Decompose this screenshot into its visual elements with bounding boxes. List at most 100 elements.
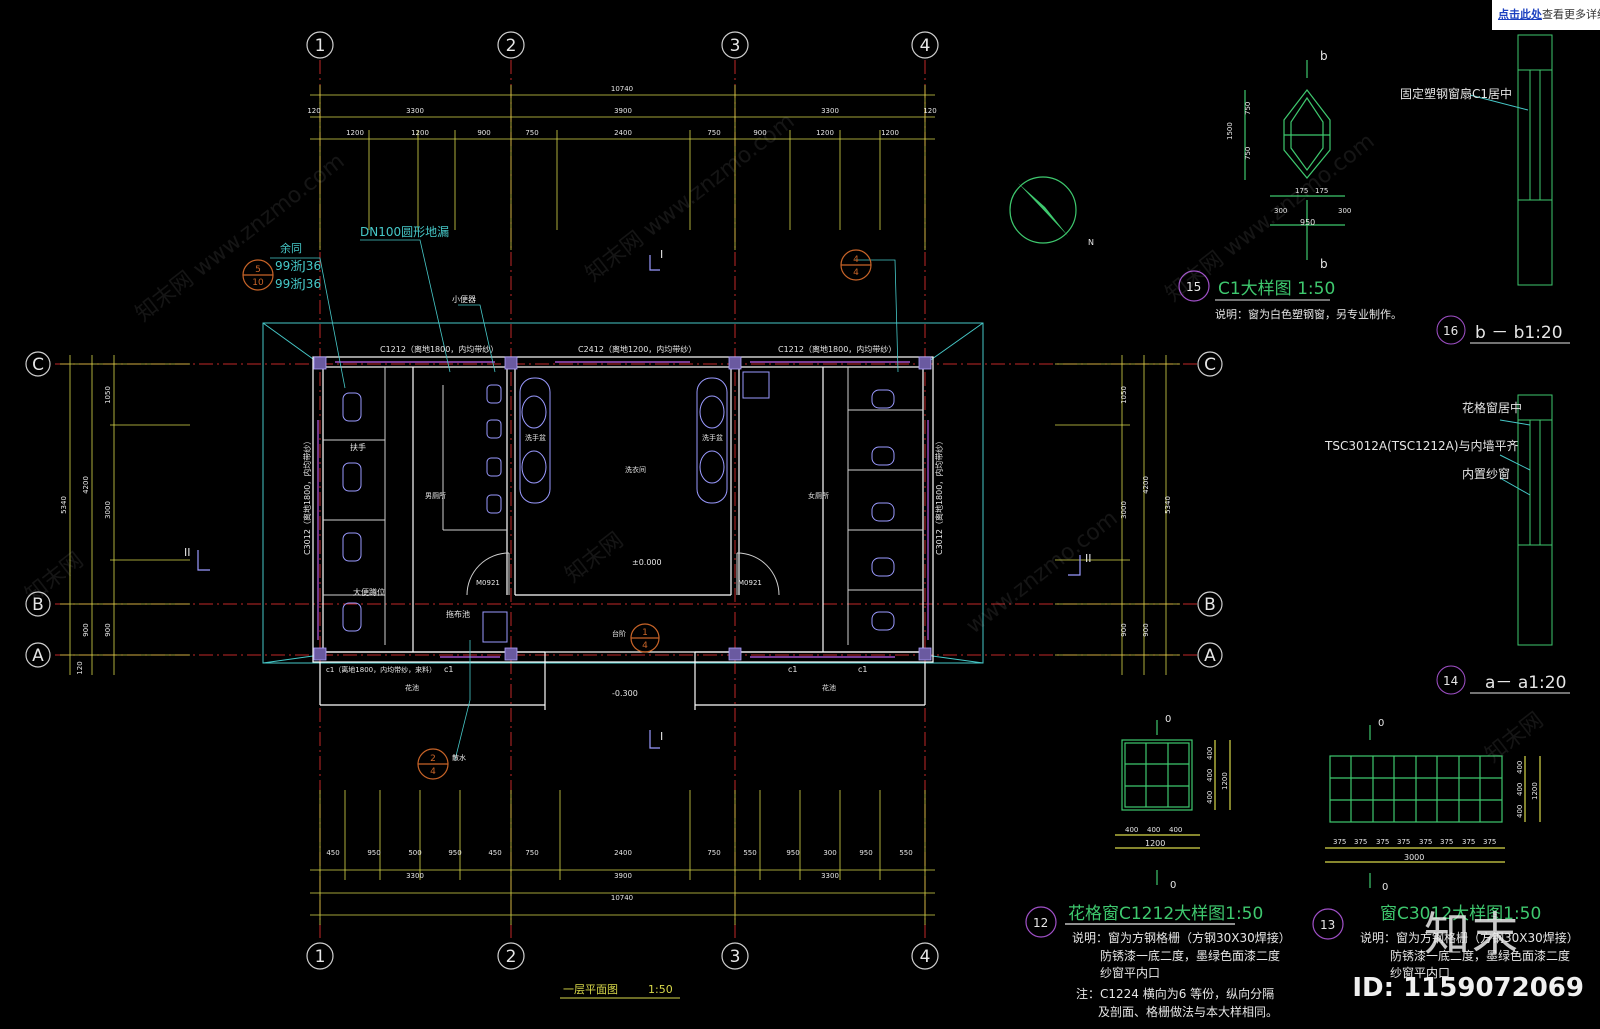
- roof-outline: [262, 322, 984, 664]
- axis-label-c-left: C: [32, 355, 44, 375]
- detail-c1212-note-4: 注：C1224 横向为6 等份，纵向分隔: [1076, 986, 1274, 1001]
- wash-room-label: 洗衣间: [625, 465, 646, 474]
- axis-label-c-right: C: [1204, 355, 1216, 375]
- dim-bot-total: 10740: [611, 894, 633, 902]
- stall-partitions: [323, 367, 923, 645]
- urinal-label: 小便器: [452, 294, 476, 304]
- women-room-label: 女厕所: [808, 491, 829, 500]
- detail-c1-w1: 175: [1295, 187, 1308, 195]
- dim-bot-r1-0: 450: [326, 849, 339, 857]
- north-label: N: [1088, 238, 1094, 247]
- men-room-label: 男厕所: [425, 491, 446, 500]
- detail-c1212-h2: 400: [1206, 791, 1214, 804]
- more-details-link[interactable]: 点击此处: [1498, 8, 1542, 21]
- top-more-link-box: 点击此处查看更多详细: [1492, 0, 1600, 30]
- dim-left-6: 120: [76, 661, 84, 674]
- c1-label-b: c1: [788, 665, 798, 674]
- detail-c1212-section-bottom: 0: [1170, 880, 1176, 891]
- bottom-slope-label: 散水: [452, 753, 466, 762]
- dim-top-r2-3: 3300: [821, 107, 839, 115]
- dim-top-r3-2: 900: [477, 129, 490, 137]
- drawing-scale: 1:50: [648, 983, 673, 996]
- axis-label-3-bottom: 3: [730, 947, 741, 967]
- detail-c1-h1: 750: [1244, 147, 1252, 160]
- sink-left-label: 洗手盆: [525, 433, 546, 442]
- detail-c1-w0: 300: [1274, 207, 1287, 215]
- detail-c1212-w1: 400: [1147, 826, 1160, 834]
- dim-bot-r1-1: 950: [367, 849, 380, 857]
- ref-std-2: 99浙J36: [275, 277, 321, 291]
- dim-bot-r1-9: 950: [786, 849, 799, 857]
- dim-left-3: 5340: [60, 496, 68, 514]
- dim-bot-r1-2: 500: [408, 849, 421, 857]
- flower-right-label: 花池: [822, 683, 836, 692]
- detail-c1-h-total: 1500: [1226, 122, 1234, 140]
- detail-bb-no: 16: [1443, 324, 1458, 338]
- dim-top-r2-1: 3300: [406, 107, 424, 115]
- dim-bot-r1-6: 2400: [614, 849, 632, 857]
- detail-c3012-section-top: 0: [1378, 718, 1384, 729]
- axis-label-1-bottom: 1: [315, 947, 326, 967]
- bubble-4-bottom: 4: [853, 268, 859, 278]
- dim-top-r3-7: 1200: [816, 129, 834, 137]
- dim-top-r2-2: 3900: [614, 107, 632, 115]
- window-c1212-left: C1212（离地1800，内均带纱）: [380, 344, 498, 354]
- window-c1-bottom: c1（离地1800，内均带纱，来料）: [326, 665, 436, 674]
- detail-c1-title: C1大样图 1:50: [1218, 279, 1335, 299]
- detail-c1212-note-3: 纱窗平内口: [1100, 966, 1160, 980]
- bubble-14-top: 1: [642, 628, 648, 638]
- section-label-bottom: I: [660, 730, 663, 743]
- detail-aa-title: a－ a1:20: [1485, 673, 1566, 693]
- dim-right-1: 3000: [1120, 501, 1128, 519]
- detail-c1: [1178, 60, 1345, 302]
- detail-c1212-h1: 400: [1206, 769, 1214, 782]
- detail-c3012-note-2: 防锈漆一底二度，墨绿色面漆二度: [1390, 948, 1570, 963]
- section-label-top: I: [660, 248, 663, 261]
- dim-bot-r1-7: 750: [707, 849, 720, 857]
- dim-top-r3-1: 1200: [411, 129, 429, 137]
- section-label-right: II: [1085, 552, 1092, 565]
- dim-top-r3-0: 1200: [346, 129, 364, 137]
- bubble-24-top: 2: [430, 754, 436, 764]
- dim-bot-r1-5: 750: [525, 849, 538, 857]
- dim-top-r3-4: 2400: [614, 129, 632, 137]
- dim-top-r2-0: 120: [307, 107, 320, 115]
- detail-c1-no: 15: [1186, 280, 1201, 294]
- detail-c1212-section-top: 0: [1165, 714, 1171, 725]
- level-zero: ±0.000: [632, 558, 662, 567]
- reference-bubbles: [242, 249, 872, 780]
- detail-c3012: [1312, 725, 1541, 940]
- dim-top-r3-5: 750: [707, 129, 720, 137]
- drawing-title: 一层平面图: [563, 983, 618, 996]
- axis-label-a-left: A: [32, 646, 44, 666]
- detail-c1-section-bottom: b: [1320, 257, 1328, 271]
- dim-top-r3-6: 900: [753, 129, 766, 137]
- squat-label: 大便蹲位: [353, 587, 385, 597]
- dim-right-2: 4200: [1142, 476, 1150, 494]
- detail-c3012-note-3: 纱窗平内口: [1390, 966, 1450, 980]
- detail-c3012-w3: 375: [1397, 838, 1410, 846]
- dim-left-0: 1050: [104, 386, 112, 404]
- detail-aa-label-1: 花格窗居中: [1462, 400, 1522, 415]
- detail-bb-title: b － b1:20: [1475, 323, 1563, 343]
- window-c1212-right: C1212（离地1800，内均带纱）: [778, 344, 896, 354]
- c1-label-a: c1: [444, 665, 454, 674]
- detail-c3012-section-bottom: 0: [1382, 882, 1388, 893]
- axis-label-4-top: 4: [920, 36, 931, 56]
- bubble-14-bottom: 4: [642, 641, 648, 651]
- detail-c3012-w5: 375: [1440, 838, 1453, 846]
- detail-c1212-no: 12: [1033, 916, 1048, 930]
- axis-label-2-bottom: 2: [506, 947, 517, 967]
- bubble-24-bottom: 4: [430, 767, 436, 777]
- dim-left-4: 900: [104, 623, 112, 636]
- detail-c3012-w0: 375: [1333, 838, 1346, 846]
- window-c2412: C2412（离地1200，内均带纱）: [578, 344, 696, 354]
- detail-bb: [1436, 34, 1570, 345]
- dim-bot-r2-2: 3300: [821, 872, 839, 880]
- detail-c1212-h-total: 1200: [1221, 772, 1229, 790]
- axis-label-b-left: B: [32, 595, 44, 615]
- detail-c1-total: 950: [1300, 218, 1315, 227]
- window-c3012-left: C3012（离地1800，内均带纱）: [302, 437, 312, 555]
- doors: [466, 552, 780, 596]
- detail-c3012-h2: 400: [1516, 805, 1524, 818]
